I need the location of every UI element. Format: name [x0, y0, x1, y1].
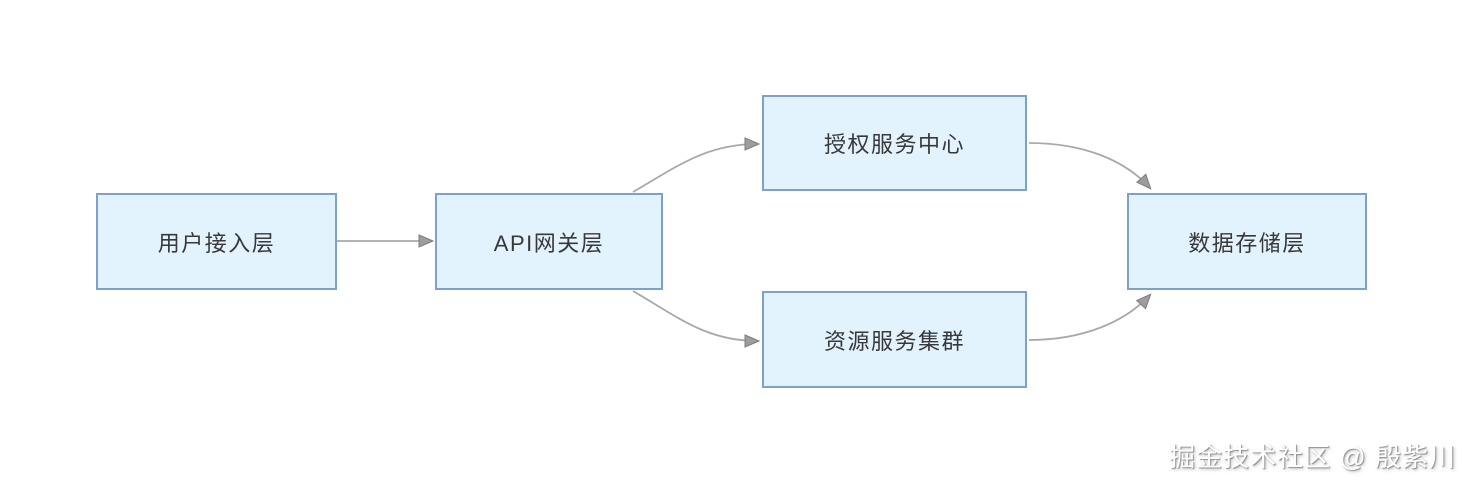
edge-resource-to-storage — [1028, 295, 1150, 341]
edge-gateway-to-auth — [632, 144, 758, 193]
node-user-access-layer: 用户接入层 — [96, 193, 337, 290]
edge-auth-to-storage — [1028, 142, 1150, 188]
node-label: 资源服务集群 — [823, 328, 965, 354]
node-label: 授权服务中心 — [823, 132, 965, 157]
edge-gateway-to-resource — [632, 290, 758, 341]
node-data-storage-layer: 数据存储层 — [1127, 193, 1367, 290]
node-label: 用户接入层 — [157, 230, 276, 256]
watermark-text: 掘金技术社区 @ 殷紫川 — [1169, 442, 1456, 472]
node-label: 数据存储层 — [1188, 230, 1306, 256]
node-resource-service-cluster: 资源服务集群 — [762, 291, 1027, 388]
node-api-gateway-layer: API网关层 — [435, 193, 663, 290]
node-auth-service-center: 授权服务中心 — [762, 95, 1027, 191]
node-label: API网关层 — [493, 230, 605, 256]
